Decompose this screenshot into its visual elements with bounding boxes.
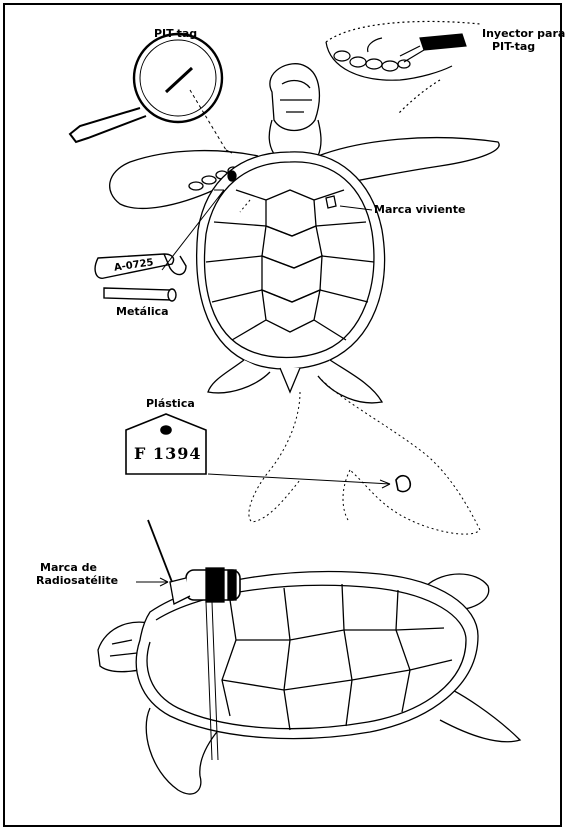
living-mark-label: Marca viviente: [374, 204, 465, 216]
plastic-tag-code: F 1394: [134, 448, 201, 460]
pit-tag-label: PIT-tag: [154, 28, 197, 40]
injector-label-line2: PIT-tag: [492, 41, 535, 53]
radio-tag-label-line1: Marca de: [40, 562, 97, 574]
plastic-tag-label: Plástica: [146, 398, 195, 410]
pit-tag-injector-drawing: [326, 21, 480, 114]
radio-tag-label-line2: Radiosatélite: [36, 575, 118, 587]
metal-tag-label: Metálica: [116, 306, 169, 318]
magnifier-drawing: [70, 34, 222, 142]
bottom-turtle-drawing: [98, 520, 520, 794]
injector-label-line1: Inyector para: [482, 28, 565, 40]
